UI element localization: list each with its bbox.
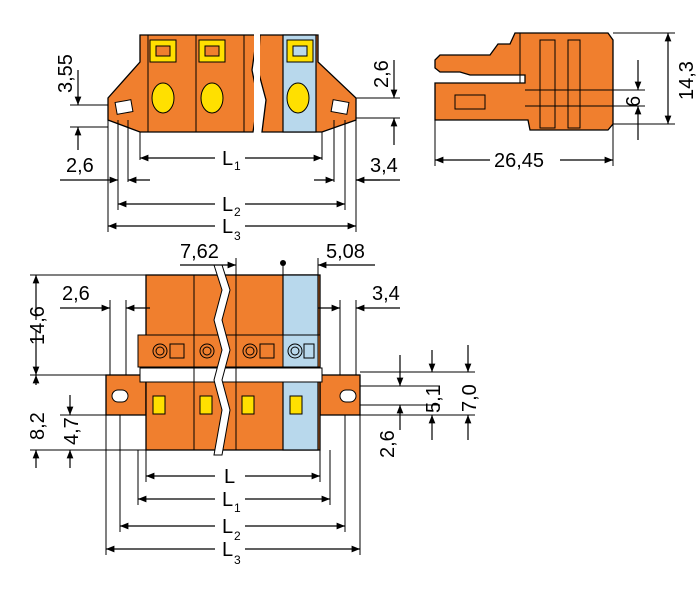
label-front-L1: L xyxy=(222,489,233,511)
dim-front-right-b: 7,0 xyxy=(459,384,481,412)
top-hole-right xyxy=(330,99,350,115)
dim-front-right-c: 2,6 xyxy=(377,430,399,458)
front-screws xyxy=(152,343,315,359)
dim-front-left-w: 2,6 xyxy=(62,283,90,305)
label-top-L1-sub: 1 xyxy=(234,159,241,173)
top-disc-2 xyxy=(200,82,224,114)
label-front-L3-sub: 3 xyxy=(234,553,241,567)
label-front-L2-sub: 2 xyxy=(234,529,241,543)
dim-top-right-w: 3,4 xyxy=(370,155,398,177)
dim-top-right-h: 2,6 xyxy=(371,60,393,88)
dim-pitch-a: 7,62 xyxy=(180,241,219,263)
front-window-4 xyxy=(289,395,303,415)
dim-front-low: 8,2 xyxy=(27,412,49,440)
label-top-L2: L xyxy=(222,194,233,216)
label-front-L1-sub: 1 xyxy=(234,501,241,515)
dim-front-right-a: 5,1 xyxy=(423,385,445,413)
front-view: 7,62 5,08 2,6 3,4 14,6 8,2 4,7 xyxy=(27,241,481,567)
front-window-2 xyxy=(199,395,213,415)
dim-front-height: 14,6 xyxy=(27,306,49,345)
dim-side-height: 14,3 xyxy=(676,61,697,100)
label-front-L2: L xyxy=(222,516,233,538)
dim-side-inner: 6 xyxy=(623,96,645,107)
label-front-L3: L xyxy=(222,539,233,561)
dim-pitch-b: 5,08 xyxy=(326,241,365,263)
label-top-L3: L xyxy=(222,216,233,238)
top-disc-3 xyxy=(286,82,310,114)
label-top-L2-sub: 2 xyxy=(234,205,241,219)
dim-side-length: 26,45 xyxy=(494,150,544,172)
label-top-L3-sub: 3 xyxy=(234,229,241,243)
top-disc-1 xyxy=(151,82,175,114)
top-hole-left xyxy=(114,99,134,115)
dim-front-low2: 4,7 xyxy=(61,417,83,445)
side-body xyxy=(434,32,614,131)
dim-top-left-w: 2,6 xyxy=(66,155,94,177)
top-body-left xyxy=(107,34,259,133)
dim-top-left-h: 3,55 xyxy=(55,54,77,93)
front-window-1 xyxy=(152,395,166,415)
top-view: 3,55 2,6 2,6 3,4 L 1 L 2 L 3 xyxy=(55,30,400,243)
side-view: 14,3 6 26,45 xyxy=(434,32,697,172)
label-front-L: L xyxy=(224,466,235,488)
label-top-L1: L xyxy=(222,148,233,170)
dim-front-right-w: 3,4 xyxy=(372,283,400,305)
front-window-3 xyxy=(241,395,255,415)
